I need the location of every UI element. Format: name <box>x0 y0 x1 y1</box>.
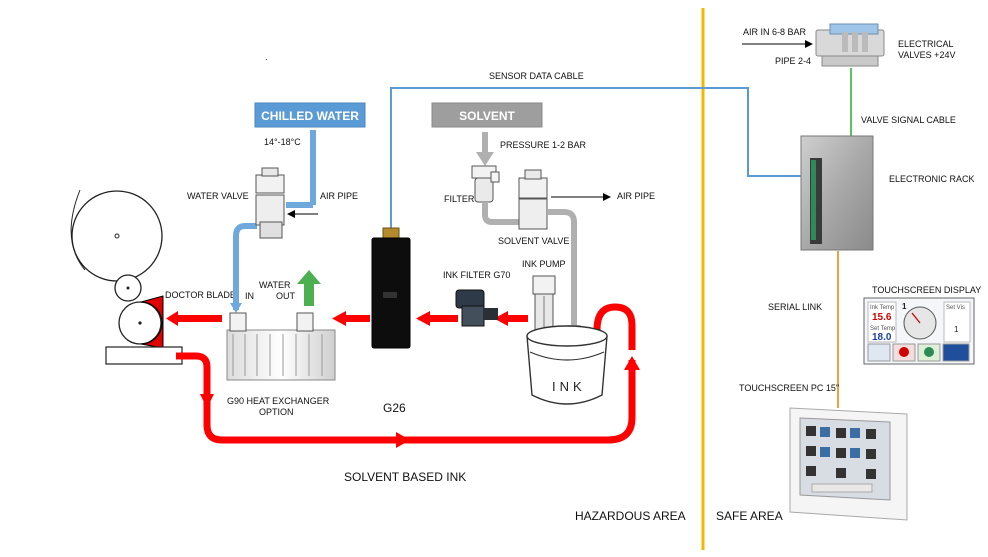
ink-tray <box>105 346 183 365</box>
sensor-cable-label: SENSOR DATA CABLE <box>489 71 584 81</box>
electrical-valve-block <box>815 23 885 67</box>
solvent-pipe-arrow <box>476 152 494 166</box>
filter-label: FILTER <box>444 194 475 204</box>
doctor-blade-shape <box>140 295 164 349</box>
touch-display-label: TOUCHSCREEN DISPLAY <box>872 285 981 295</box>
solvent-text: SOLVENT <box>459 109 515 123</box>
solvent-filter <box>471 165 500 203</box>
air-pipe-1-label: AIR PIPE <box>320 191 358 201</box>
pipe-label: PIPE 2-4 <box>775 56 811 66</box>
chilled-water-pipe <box>233 130 316 310</box>
ink-filter-label: INK FILTER G70 <box>443 270 510 280</box>
safe-area-label: SAFE AREA <box>716 509 783 523</box>
pressure-label: PRESSURE 1-2 BAR <box>500 140 587 150</box>
solvent-pipe-down <box>482 132 488 154</box>
water-in-label: IN <box>245 291 254 301</box>
water-in-arrow <box>230 303 242 313</box>
display-blue-label: Set Temp <box>870 326 896 332</box>
chilled-water-tag: CHILLED WATER <box>254 102 366 128</box>
air-in-label: AIR IN 6-8 BAR <box>743 27 807 37</box>
ink-bucket <box>526 325 608 405</box>
g26-sensor <box>371 227 411 349</box>
ink-bucket-label: INK <box>552 379 586 394</box>
display-blue-value: 18.0 <box>872 332 892 343</box>
valve-signal-label: VALVE SIGNAL CABLE <box>861 115 956 125</box>
ink-pump <box>532 275 556 331</box>
solvent-pipe-to-valve <box>482 202 520 225</box>
water-out-arrow <box>297 270 321 306</box>
display-mid-value: 1 <box>902 302 907 311</box>
heat-exchanger <box>226 312 336 381</box>
ink-filter-g70 <box>455 289 498 327</box>
air-pipe-2-label: AIR PIPE <box>617 191 655 201</box>
display-right-label: Set Vis <box>946 305 965 311</box>
solvent-tag: SOLVENT <box>431 102 543 128</box>
ink-return-arrows <box>166 311 528 326</box>
touch-pc-label: TOUCHSCREEN PC 15'' <box>739 383 840 393</box>
solvent-pipe-to-pump <box>548 209 577 325</box>
sensor-data-cable <box>390 87 810 230</box>
display-red-value: 15.6 <box>872 312 892 323</box>
printing-cylinders <box>70 189 183 365</box>
hazardous-area-label: HAZARDOUS AREA <box>575 509 686 523</box>
elec-valves-line2: VALVES +24V <box>898 50 955 60</box>
touchscreen-display: Ink Temp 15.6 Set Temp 18.0 1 Set Vis 1 <box>863 297 975 365</box>
temp-range-label: 14°-18°C <box>264 137 301 147</box>
solvent-valve <box>518 169 548 230</box>
water-label: WATER <box>259 280 291 290</box>
chilled-water-text: CHILLED WATER <box>261 109 359 123</box>
hx-label-line1: G90 HEAT EXCHANGER <box>227 396 330 406</box>
web-guide-arc <box>70 189 86 271</box>
water-valve <box>255 167 285 239</box>
elec-valves-line1: ELECTRICAL <box>898 39 954 49</box>
hx-label-line2: OPTION <box>259 407 294 417</box>
water-valve-label: WATER VALVE <box>187 191 249 201</box>
ink-flow-path <box>176 303 636 444</box>
display-btn-trash <box>867 343 891 362</box>
display-red-label: Ink Temp <box>870 305 895 311</box>
serial-link-label: SERIAL LINK <box>768 302 822 312</box>
solvent-valve-label: SOLVENT VALVE <box>498 236 569 246</box>
display-right-value: 1 <box>954 325 959 334</box>
g26-label: G26 <box>383 401 406 415</box>
doctor-blade-label: DOCTOR BLADE <box>165 290 236 300</box>
touchscreen-pc <box>789 407 908 521</box>
water-out-label: OUT <box>276 291 296 301</box>
electronic-rack <box>800 135 874 251</box>
ink-pump-label: INK PUMP <box>522 259 566 269</box>
electronic-rack-label: ELECTRONIC RACK <box>889 174 975 184</box>
display-btn-settings <box>942 343 970 362</box>
stray-mark: . <box>265 52 268 62</box>
solvent-based-ink-label: SOLVENT BASED INK <box>344 470 466 484</box>
